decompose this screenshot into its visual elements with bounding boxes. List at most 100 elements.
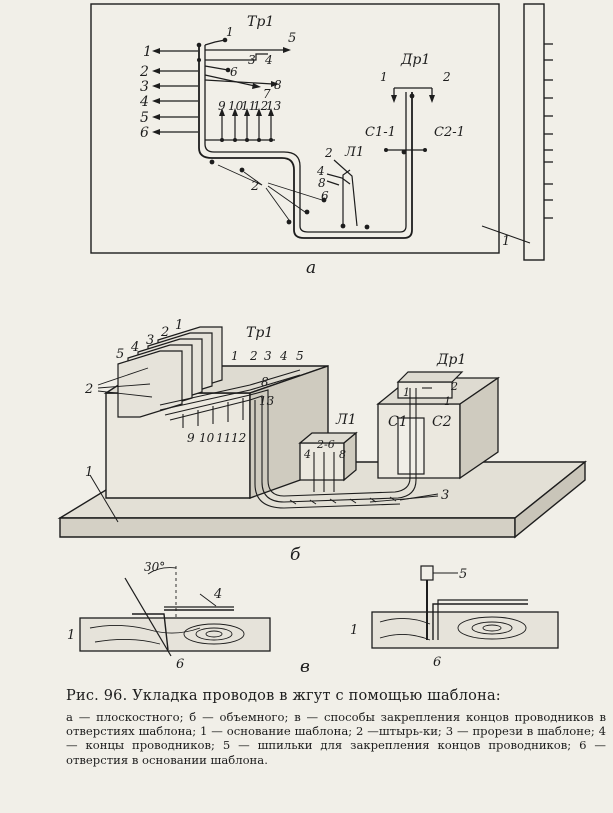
c-right-board [371, 611, 559, 649]
a-dr-1: 1 [380, 70, 388, 84]
c-stud-head [420, 565, 434, 581]
dr-arrowheads [391, 95, 435, 103]
a-left-2: 2 [139, 64, 149, 80]
cap-slot [397, 417, 425, 475]
side-leader-line [481, 225, 531, 244]
b-slots-leaders [369, 493, 439, 503]
b-tr-3: 3 [264, 349, 272, 363]
b-l-4: 4 [303, 448, 311, 461]
c-right-wire-b [437, 599, 528, 640]
b-slot-5: 5 [116, 347, 124, 362]
c-right-6: 6 [433, 655, 441, 670]
b-tr-4: 4 [279, 349, 288, 363]
slot-plates [117, 326, 223, 418]
a-c-right: С2-1 [434, 125, 465, 140]
b-c2: С2 [432, 414, 452, 430]
b-tr-12: 12 [231, 431, 246, 445]
b-slot-4: 4 [130, 340, 139, 355]
cap-wires [409, 387, 432, 478]
cap-block-side [459, 376, 499, 480]
c-left-board [79, 617, 271, 652]
b-tr-11: 11 [216, 431, 231, 445]
a-tr-5: 5 [288, 31, 296, 46]
b-slots-label: 3 [441, 488, 449, 503]
a-left-4: 4 [139, 94, 149, 110]
b-base-leader [89, 474, 119, 523]
b-l-2-6: 2-6 [316, 438, 335, 451]
cap-pins [384, 148, 427, 152]
a-l-6: 6 [321, 189, 329, 203]
base-plate-side [514, 460, 586, 539]
panel-b: 5 4 3 2 1 Тр1 1 2 3 4 5 8 13 9 10 11 12 … [57, 318, 587, 565]
a-tr-6: 6 [230, 65, 238, 79]
b-tr-8: 8 [261, 375, 269, 389]
b-c1: С1 [388, 414, 408, 430]
a-tr-8: 8 [274, 78, 282, 92]
b-panel-label: б [290, 545, 301, 565]
a-side-label: 1 [502, 234, 510, 249]
pins-leaders [217, 164, 323, 221]
flat-template-board [90, 3, 500, 254]
b-tr-10: 10 [199, 431, 215, 445]
a-left-1: 1 [143, 44, 152, 60]
a-l-4: 4 [316, 164, 325, 178]
b-tr-13: 13 [259, 394, 275, 408]
a-tr-12: 12 [253, 99, 268, 113]
c-angle: 30° [144, 560, 165, 574]
c-left-6: 6 [176, 657, 184, 672]
c-right-1: 1 [350, 623, 358, 638]
b-tr-label: Тр1 [246, 325, 273, 341]
side-view-pins [544, 43, 553, 219]
lamp-wires-b [313, 452, 335, 492]
left-arrowheads [152, 48, 160, 135]
tr-arrowheads [219, 47, 291, 116]
a-tr-13: 13 [266, 99, 282, 113]
b-dr-2: 2 [450, 380, 458, 393]
b-tr-2: 2 [249, 349, 258, 363]
b-l-label: Л1 [335, 412, 357, 428]
base-plate-front [59, 517, 516, 538]
c-left-4: 4 [213, 587, 222, 602]
a-dr-label: Др1 [400, 52, 430, 68]
a-tr-3: 3 [248, 53, 256, 67]
a-tr-9: 9 [218, 99, 226, 113]
figure-legend: а — плоскостного; б — объемного; в — спо… [66, 710, 606, 767]
a-tr-7: 7 [263, 87, 271, 101]
a-tr-label: Тр1 [247, 14, 274, 30]
lamp-block-side [343, 431, 357, 482]
c-angle-arc [147, 567, 177, 575]
tr-wires [204, 39, 285, 141]
a-pins-label: 2 [250, 179, 259, 194]
a-l-2: 2 [324, 146, 333, 160]
b-slot-3: 3 [146, 333, 154, 348]
b-dr-1a: 1 [403, 386, 410, 399]
a-l-8: 8 [318, 176, 326, 190]
a-left-5: 5 [140, 110, 149, 126]
c-right-grain [379, 616, 527, 641]
harness-route-inner [204, 45, 407, 233]
a-l-label: Л1 [344, 145, 364, 160]
harness-pins [209, 93, 415, 230]
a-tr-11: 11 [241, 99, 256, 113]
c-left-4-leader [199, 593, 217, 607]
b-pins-leaders [97, 367, 153, 398]
b-tr-5: 5 [296, 349, 304, 363]
lamp-wires [326, 159, 358, 227]
b-harness [159, 369, 417, 509]
c-angle-line [124, 577, 172, 657]
a-left-3: 3 [140, 79, 149, 95]
panel-c: 30° 1 4 6 5 1 6 в [67, 560, 559, 677]
c-left-grain [89, 623, 245, 645]
b-dr-1b: 1 [444, 395, 451, 408]
c-right-wire-a [432, 603, 528, 640]
b-tr-9: 9 [187, 431, 195, 445]
c-right-5: 5 [459, 567, 467, 582]
tr-pins [196, 37, 273, 142]
b-slot-1: 1 [175, 318, 183, 333]
template-side-view [523, 3, 545, 261]
a-dr-2: 2 [442, 70, 451, 84]
a-c-left: С1-1 [365, 125, 396, 140]
figure-caption: Рис. 96. Укладка проводов в жгут с помощ… [66, 688, 501, 704]
